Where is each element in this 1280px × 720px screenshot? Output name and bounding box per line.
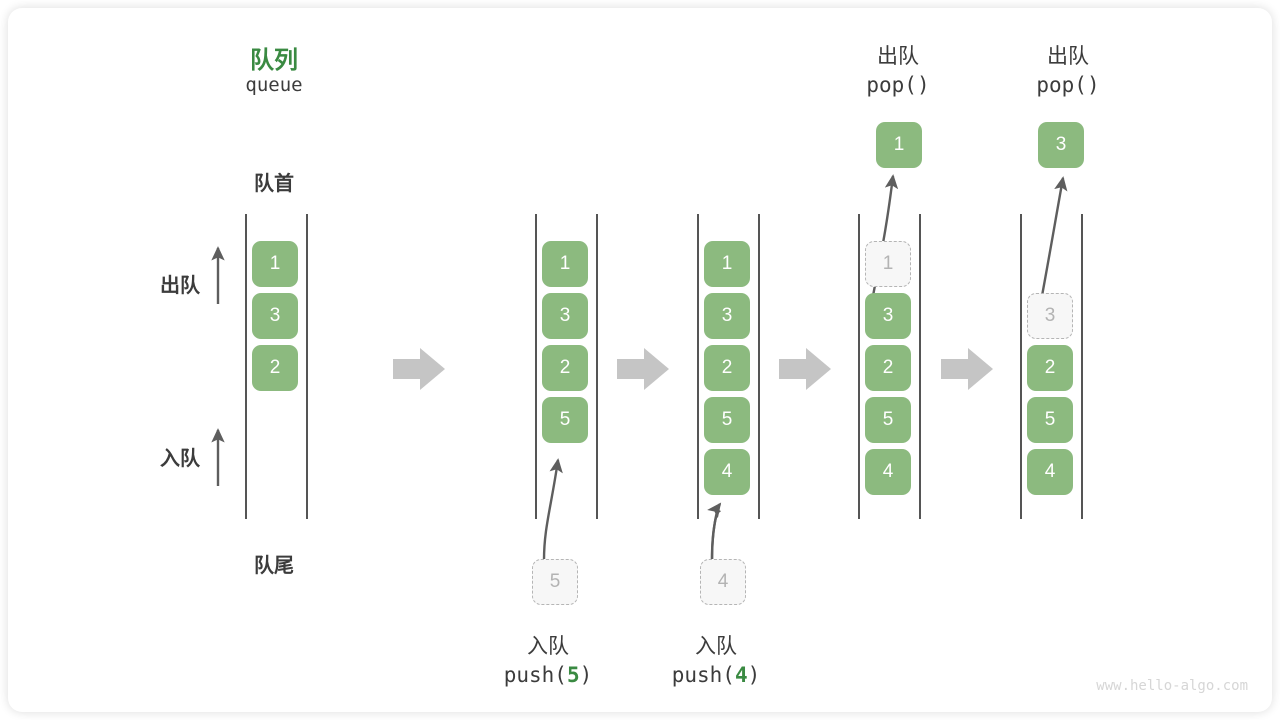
push-4-op-cn: 入队 xyxy=(695,635,737,658)
push-4-op-code: push(4) xyxy=(646,663,786,687)
step-arrow-2 xyxy=(617,348,669,390)
pop-3-code-suffix: ) xyxy=(1086,73,1100,97)
dequeue-label: 出队 xyxy=(160,275,200,297)
queue-rail-right-4 xyxy=(919,214,921,519)
queue-title-cn: 队列 xyxy=(250,47,298,74)
popped-cell-1: 1 xyxy=(876,122,922,168)
queue-rail-right-5 xyxy=(1081,214,1083,519)
queue-rail-right-3 xyxy=(758,214,760,519)
push-4-arrow xyxy=(707,502,722,561)
queue-cell: 1 xyxy=(542,241,588,287)
queue-cell: 5 xyxy=(865,397,911,443)
popped-cell-3: 3 xyxy=(1038,122,1084,168)
step-arrow-1 xyxy=(393,348,445,390)
incoming-cell-4: 4 xyxy=(700,559,746,605)
push-5-op-cn: 入队 xyxy=(527,635,569,658)
queue-rail-left-2 xyxy=(535,214,537,519)
pop-1-op-code: pop() xyxy=(828,73,968,97)
push-5-code-prefix: push( xyxy=(503,663,567,687)
push-4-code-prefix: push( xyxy=(671,663,735,687)
push-5-code-value: 5 xyxy=(566,663,580,687)
push-5-op-code: push(5) xyxy=(478,663,618,687)
queue-cell: 1 xyxy=(252,241,298,287)
queue-cell: 4 xyxy=(865,449,911,495)
enqueue-label: 入队 xyxy=(160,448,200,470)
queue-cell: 2 xyxy=(1027,345,1073,391)
head-label: 队首 xyxy=(254,173,294,195)
pop-3-op-code: pop() xyxy=(998,73,1138,97)
queue-cell: 4 xyxy=(1027,449,1073,495)
queue-cell: 3 xyxy=(252,293,298,339)
step-arrow-4 xyxy=(941,348,993,390)
pop-1-op-cn: 出队 xyxy=(877,45,919,68)
queue-cell-new: 4 xyxy=(704,449,750,495)
queue-rail-left-5 xyxy=(1020,214,1022,519)
push-5-code-suffix: ) xyxy=(579,663,593,687)
pop-1-code-suffix: ) xyxy=(916,73,930,97)
queue-cell: 2 xyxy=(252,345,298,391)
queue-cell-removed: 1 xyxy=(865,241,911,287)
diagram-card: 队列 queue 队首 队尾 出队 入队 1 3 2 1 3 2 5 5 入队 … xyxy=(8,8,1272,712)
watermark: www.hello-algo.com xyxy=(1096,678,1248,694)
queue-cell: 3 xyxy=(704,293,750,339)
step-arrow-3 xyxy=(779,348,831,390)
pop-1-code-prefix: pop( xyxy=(866,73,917,97)
queue-cell: 2 xyxy=(704,345,750,391)
queue-rail-left-4 xyxy=(858,214,860,519)
queue-cell: 5 xyxy=(704,397,750,443)
push-5-arrow xyxy=(542,458,563,561)
queue-cell: 2 xyxy=(542,345,588,391)
queue-cell: 3 xyxy=(865,293,911,339)
push-4-code-suffix: ) xyxy=(747,663,761,687)
queue-cell-new: 5 xyxy=(542,397,588,443)
pop-3-op-cn: 出队 xyxy=(1047,45,1089,68)
incoming-cell-5: 5 xyxy=(532,559,578,605)
queue-cell-removed: 3 xyxy=(1027,293,1073,339)
queue-cell: 3 xyxy=(542,293,588,339)
queue-cell: 1 xyxy=(704,241,750,287)
queue-rail-right-2 xyxy=(596,214,598,519)
queue-rail-right-1 xyxy=(306,214,308,519)
queue-cell: 5 xyxy=(1027,397,1073,443)
queue-title-en: queue xyxy=(245,74,303,96)
queue-rail-left-1 xyxy=(245,214,247,519)
queue-cell: 2 xyxy=(865,345,911,391)
pop-3-code-prefix: pop( xyxy=(1036,73,1087,97)
tail-label: 队尾 xyxy=(254,555,294,577)
push-4-code-value: 4 xyxy=(734,663,748,687)
queue-rail-left-3 xyxy=(697,214,699,519)
